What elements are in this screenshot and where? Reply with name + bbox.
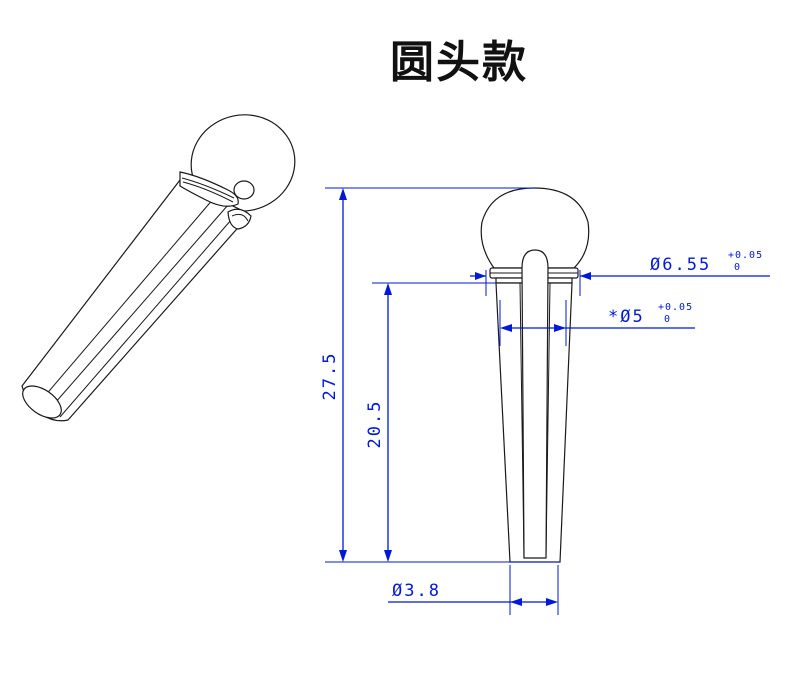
dim-total-length: 27.5 xyxy=(320,352,340,401)
dim-shaft-length: 20.5 xyxy=(365,400,385,449)
dim-collar-tol-upper: +0.05 xyxy=(658,302,693,313)
dim-tip-diameter: Ø3.8 xyxy=(392,581,441,601)
side-round-head xyxy=(480,187,590,269)
dim-head-tol-upper: +0.05 xyxy=(728,250,763,261)
dim-head-diameter: Ø6.55 xyxy=(650,255,711,275)
isometric-view xyxy=(21,114,296,422)
iso-end-face xyxy=(22,385,62,419)
iso-nub xyxy=(233,180,255,200)
side-view xyxy=(480,187,590,563)
dimensions: 27.5 20.5 Ø6.55 +0.05 0 *Ø5 +0.05 0 xyxy=(320,187,770,615)
dim-collar-tol-lower: 0 xyxy=(664,314,671,325)
side-slot xyxy=(521,249,549,559)
iso-shaft xyxy=(21,179,246,422)
dim-collar-diameter: *Ø5 xyxy=(608,307,645,327)
page-title: 圆头款 xyxy=(390,37,528,88)
dim-head-tol-lower: 0 xyxy=(734,262,741,273)
